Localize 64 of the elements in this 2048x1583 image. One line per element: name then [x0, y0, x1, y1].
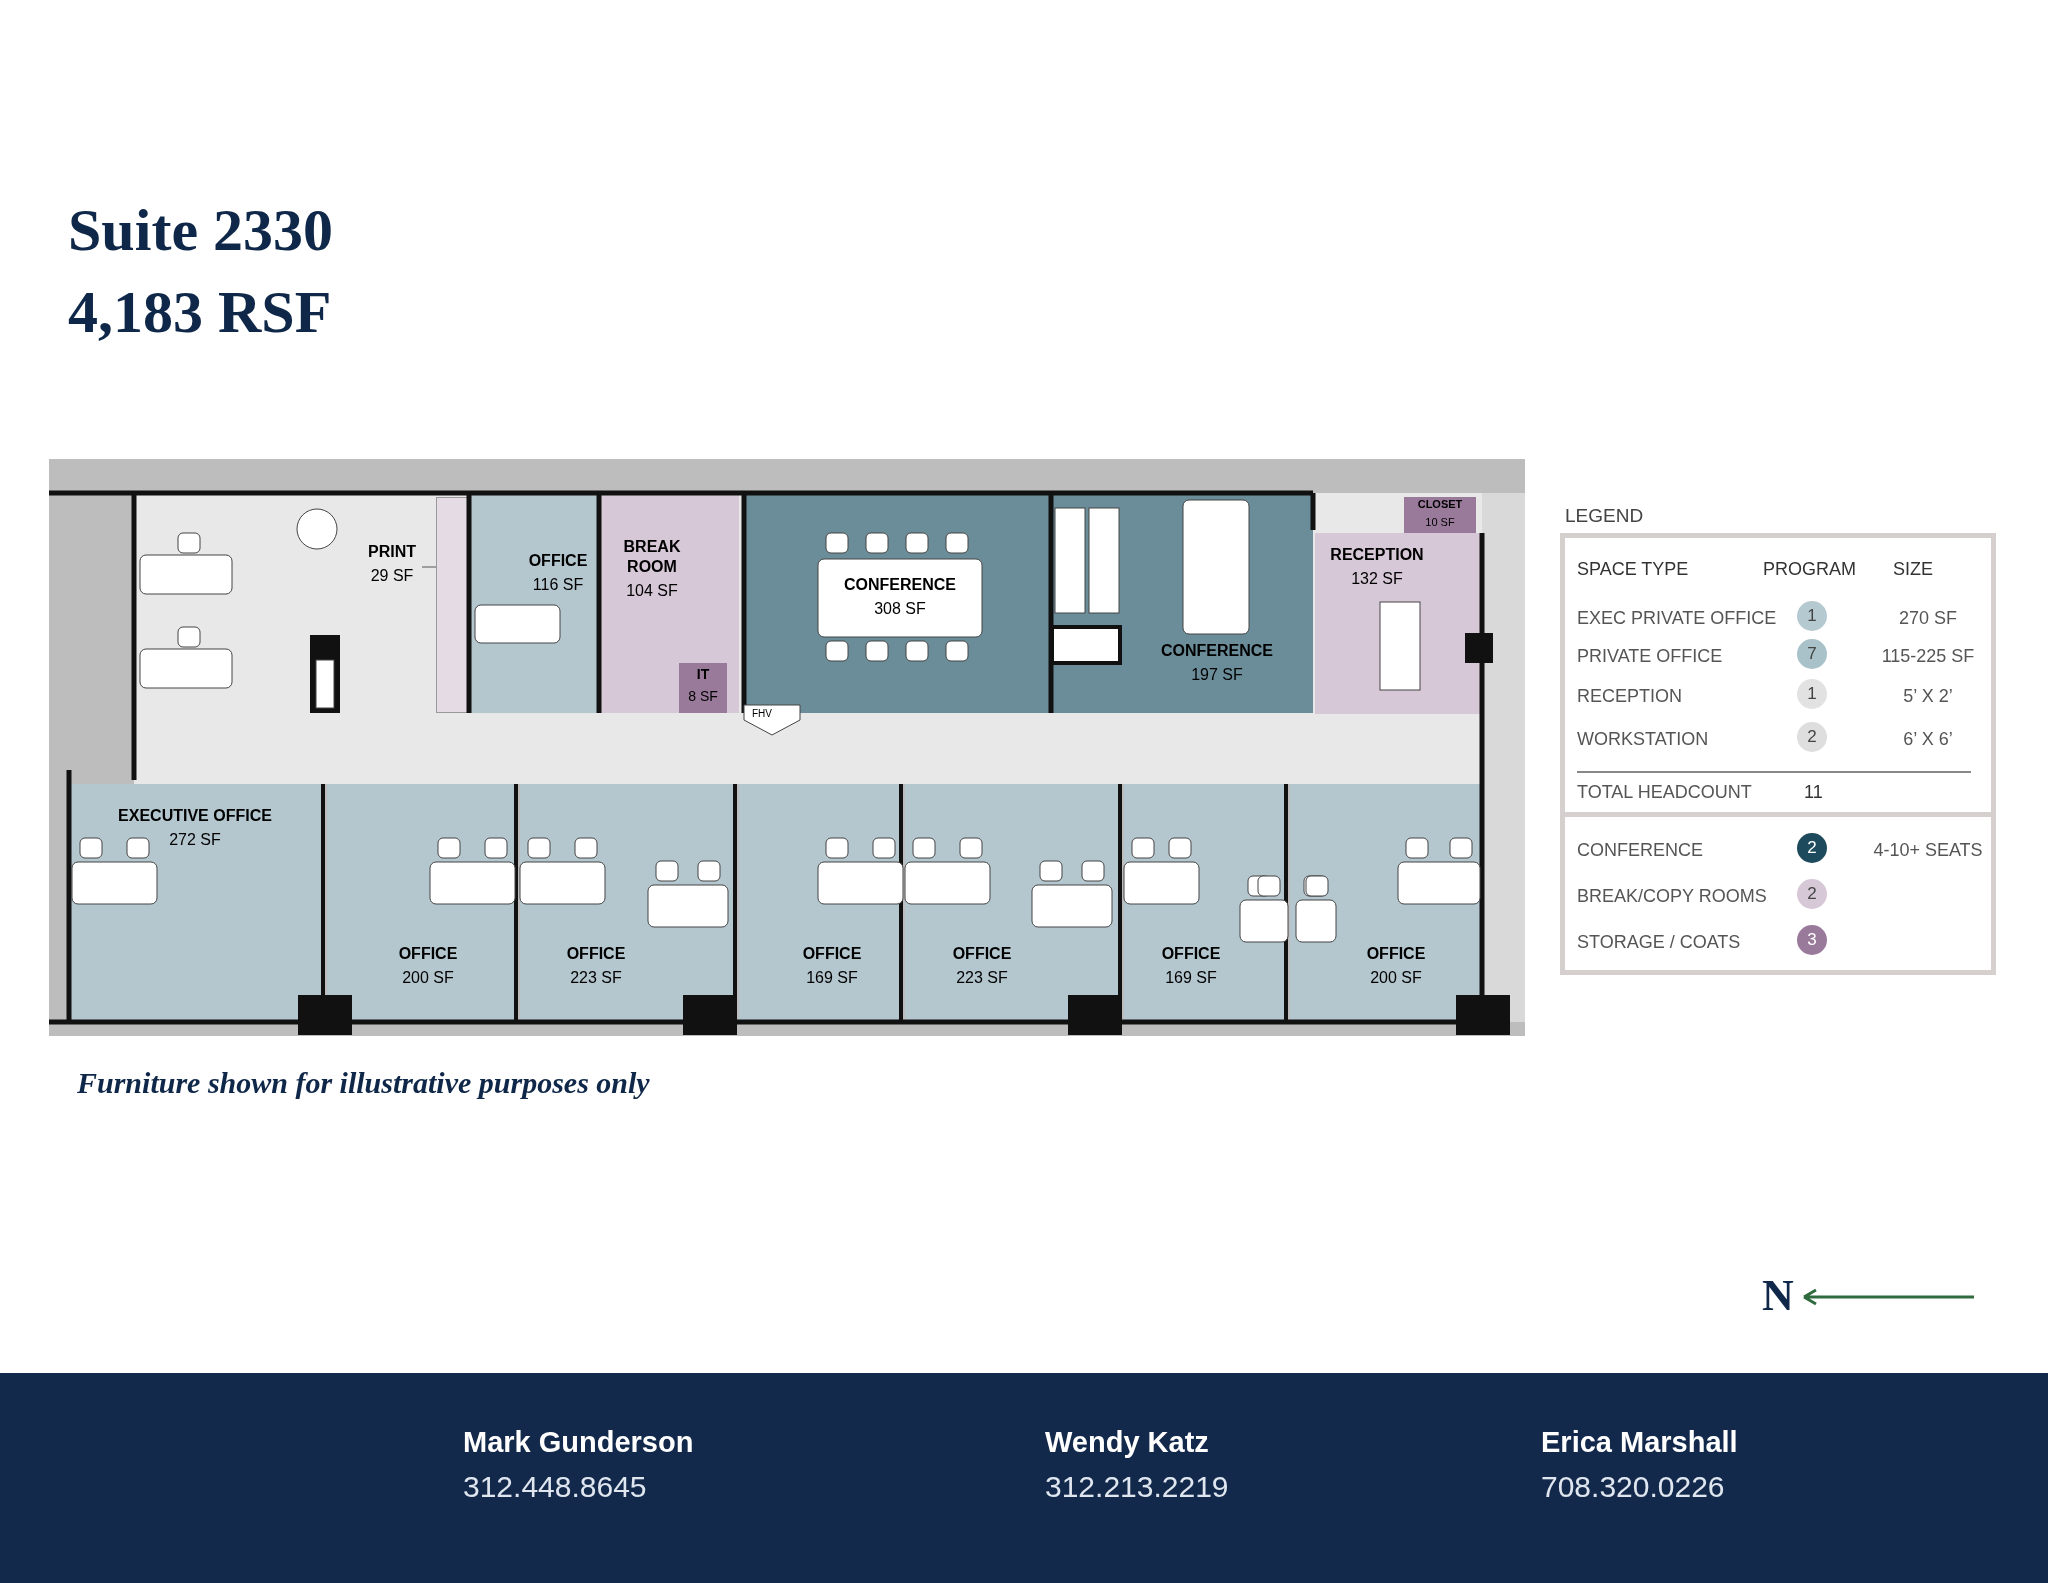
space-type: CONFERENCE — [1577, 839, 1703, 862]
legend-title: LEGEND — [1565, 504, 1644, 528]
print-area — [436, 497, 469, 713]
area-subtitle: 4,183 RSF — [68, 282, 332, 342]
contact-name: Mark Gunderson — [463, 1428, 694, 1457]
contact-phone: 708.320.0226 — [1541, 1472, 1725, 1502]
space-type: STORAGE / COATS — [1577, 931, 1741, 954]
room-name: PRINT — [368, 542, 416, 562]
room-name: IT — [696, 666, 710, 684]
contact-name: Wendy Katz — [1045, 1428, 1209, 1457]
room-area: 223 SF — [570, 968, 622, 988]
room-name: OFFICE — [1366, 944, 1426, 964]
room-area: 200 SF — [402, 968, 454, 988]
column-header: SPACE TYPE — [1577, 558, 1689, 581]
contact-phone: 312.213.2219 — [1045, 1472, 1229, 1502]
room-area: 29 SF — [370, 566, 414, 586]
total-value: 11 — [1804, 781, 1823, 804]
size-value: 4-10+ SEATS — [1872, 839, 1984, 862]
room-area: 223 SF — [956, 968, 1008, 988]
space-type: PRIVATE OFFICE — [1577, 645, 1723, 668]
room-name: BREAK ROOM — [622, 537, 682, 577]
room-area: 8 SF — [688, 687, 718, 705]
room-name: OFFICE — [566, 944, 626, 964]
closet-room — [1404, 497, 1476, 533]
size-value: 115-225 SF — [1880, 645, 1976, 668]
column-header: SIZE — [1893, 558, 1933, 581]
room-area: 308 SF — [874, 599, 926, 619]
room-area: 197 SF — [1191, 665, 1243, 685]
contact-phone: 312.448.8645 — [463, 1472, 647, 1502]
space-type: EXEC PRIVATE OFFICE — [1577, 607, 1777, 630]
room-area: 104 SF — [626, 581, 678, 601]
column-header: PROGRAM — [1763, 558, 1856, 581]
room-area: 169 SF — [1165, 968, 1217, 988]
size-value: 5’ X 2’ — [1902, 685, 1954, 708]
footnote: Furniture shown for illustrative purposes only — [77, 1065, 650, 1101]
room-area: 132 SF — [1351, 569, 1403, 589]
room-area: 169 SF — [806, 968, 858, 988]
room-name: OFFICE — [952, 944, 1012, 964]
break-room — [601, 495, 739, 713]
size-value: 6’ X 6’ — [1902, 728, 1954, 751]
room-name: RECEPTION — [1330, 545, 1424, 565]
room-name: EXECUTIVE OFFICE — [118, 806, 272, 826]
space-type: WORKSTATION — [1577, 728, 1709, 751]
storage-room — [679, 663, 727, 713]
room-area: 116 SF — [532, 575, 584, 595]
room-name: OFFICE — [398, 944, 458, 964]
space-type: BREAK/COPY ROOMS — [1577, 885, 1767, 908]
space-type: RECEPTION — [1577, 685, 1682, 708]
equipment-label: FHV — [752, 707, 772, 721]
room-name: OFFICE — [802, 944, 862, 964]
room-name: OFFICE — [528, 551, 588, 571]
contact-name: Erica Marshall — [1541, 1428, 1738, 1457]
room-area: 10 SF — [1425, 515, 1455, 530]
room-name: CONFERENCE — [1161, 641, 1273, 661]
north-label: N — [1762, 1274, 1794, 1318]
room-area: 272 SF — [169, 830, 221, 850]
room-area: 200 SF — [1370, 968, 1422, 988]
room-name: CONFERENCE — [844, 575, 956, 595]
page-title: Suite 2330 — [68, 200, 334, 260]
leader-line — [421, 566, 437, 568]
size-value: 270 SF — [1897, 607, 1958, 630]
room-name: CLOSET — [1417, 498, 1463, 512]
room-name: OFFICE — [1161, 944, 1221, 964]
total-label: TOTAL HEADCOUNT — [1577, 781, 1752, 804]
